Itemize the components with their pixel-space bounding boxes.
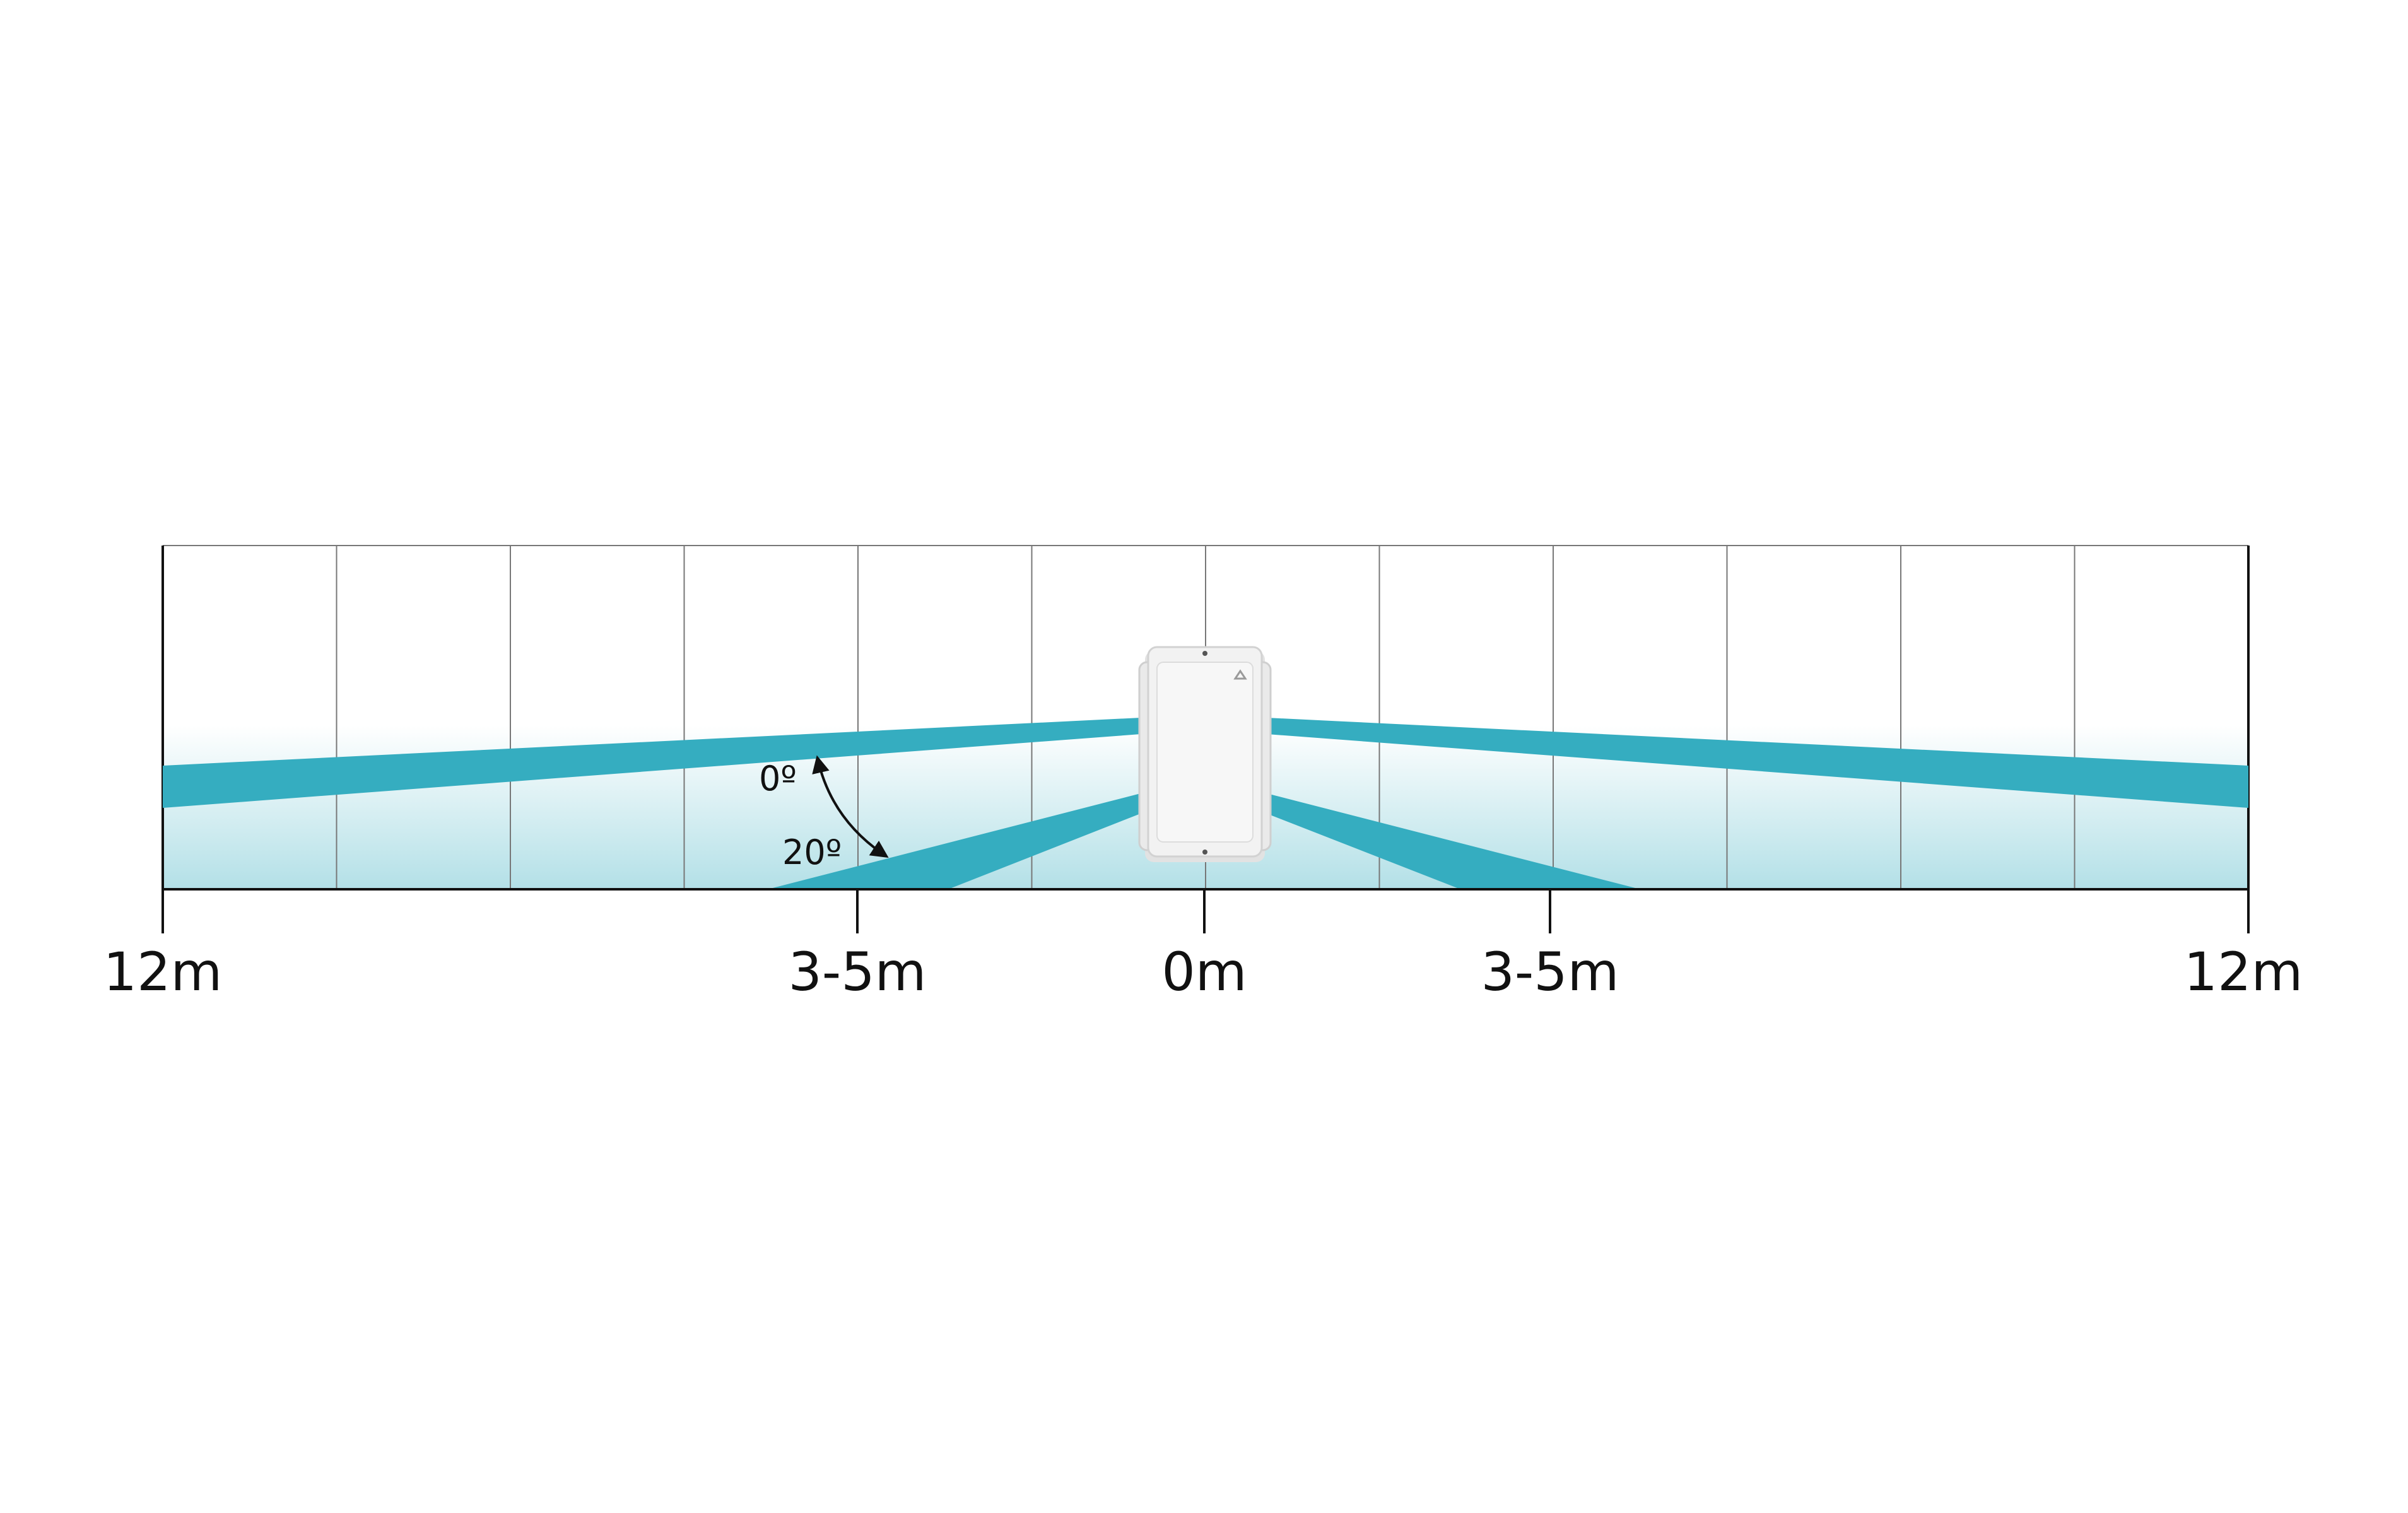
axis-ticks xyxy=(162,889,2250,933)
distance-grid xyxy=(162,545,2250,889)
distance-label-right-3-5m: 3-5m xyxy=(1481,941,1619,1003)
distance-label-left-3-5m: 3-5m xyxy=(788,941,926,1003)
beam-left-20deg xyxy=(768,793,1141,889)
device-bottom-screw xyxy=(1202,850,1207,855)
device-logo-icon xyxy=(1233,669,1247,680)
beam-left-0deg xyxy=(163,718,1141,808)
motion-detector-device xyxy=(1138,646,1272,862)
detection-beams xyxy=(163,718,2248,889)
distance-labels: 12m 3-5m 0m 3-5m 12m xyxy=(103,941,2303,1003)
curved-double-arrow-icon xyxy=(812,755,889,858)
device-front-panel xyxy=(1156,662,1254,843)
beam-right-0deg xyxy=(1267,718,2248,808)
device-top-screw xyxy=(1202,651,1207,656)
beam-right-20deg xyxy=(1267,793,1640,889)
distance-label-0m: 0m xyxy=(1161,941,1247,1003)
angle-label-0deg: 0º xyxy=(759,759,797,798)
distance-label-left-12m: 12m xyxy=(103,941,223,1003)
distance-label-right-12m: 12m xyxy=(2184,941,2303,1003)
angle-label-20deg: 20º xyxy=(782,832,842,872)
